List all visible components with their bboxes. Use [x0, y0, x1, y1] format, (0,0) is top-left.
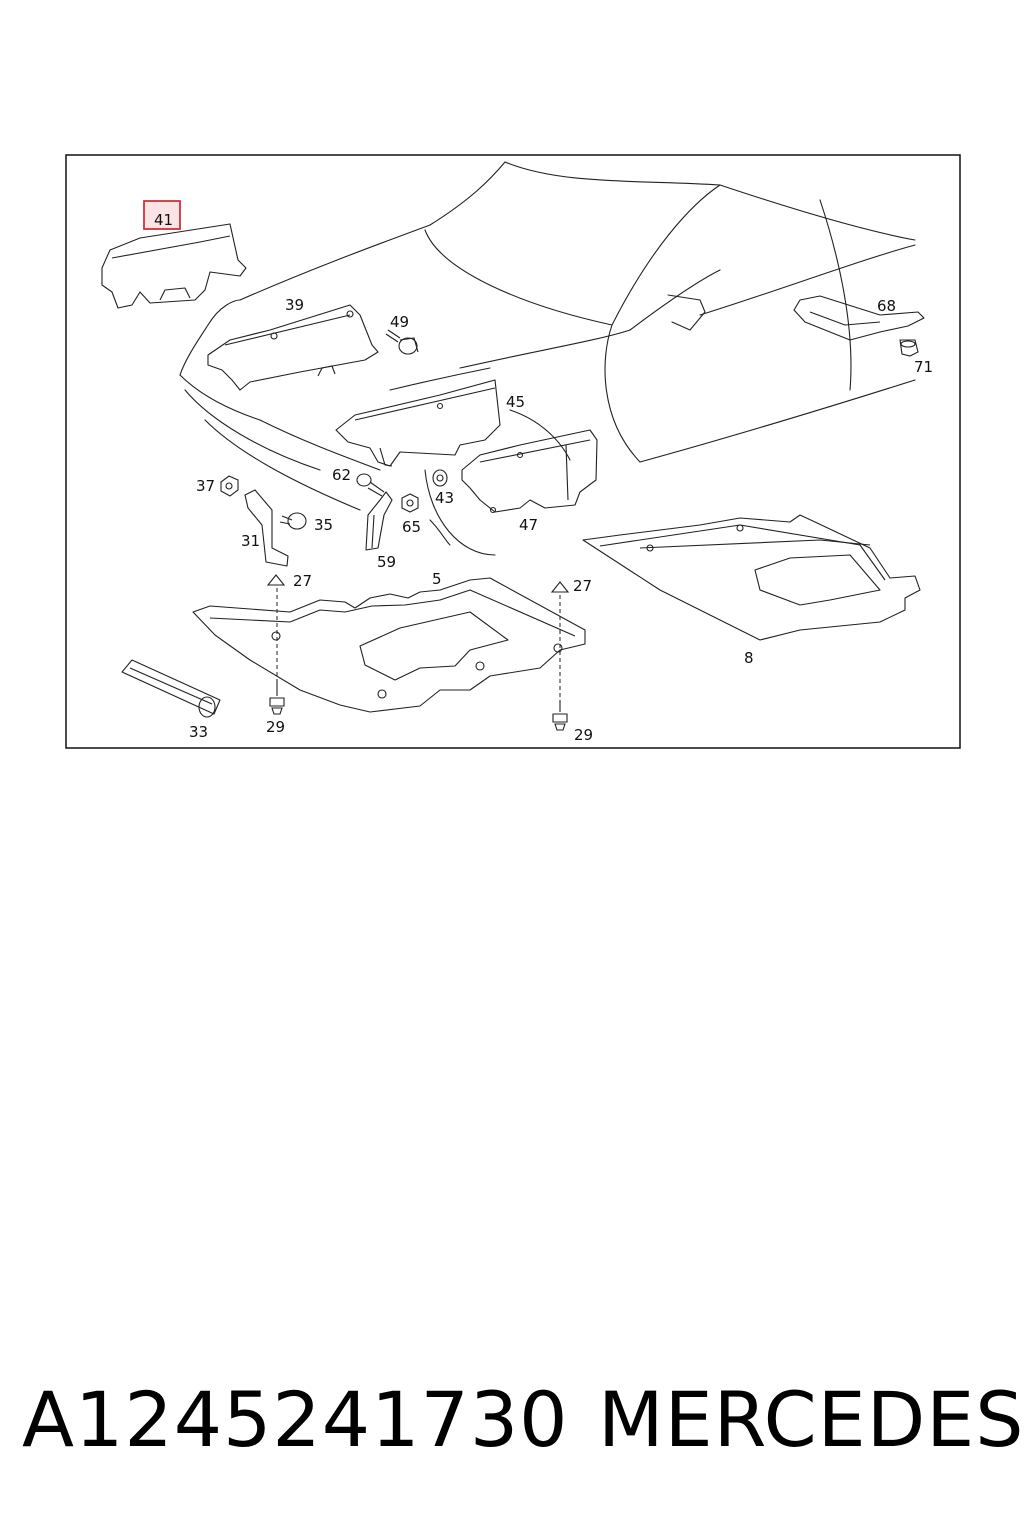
part-45-panel: [335, 379, 501, 467]
part-33-tube: [121, 659, 221, 718]
callout-65: 65: [402, 518, 421, 536]
callout-5: 5: [432, 570, 442, 588]
callout-49: 49: [390, 313, 409, 331]
callout-37: 37: [196, 477, 215, 495]
highlight-box-41: [143, 200, 181, 230]
diagram-frame: [65, 154, 961, 749]
part-37-nut: [220, 475, 239, 497]
part-number: A1245241730: [22, 1375, 569, 1464]
parts-diagram: 41 39 49 68 71 45 37 62 43 35 65 47 31 5…: [65, 154, 961, 749]
brand-name: MERCEDES: [598, 1375, 1024, 1464]
part-29-screw-left: [269, 680, 285, 715]
part-47-panel: [461, 429, 598, 514]
footer: A1245241730 MERCEDES: [0, 1370, 1024, 1480]
part-71-nut: [899, 339, 919, 357]
car-body-outline: [179, 161, 916, 556]
callout-71: 71: [914, 358, 933, 376]
callout-29-right: 29: [574, 726, 593, 744]
part-5-tray: [192, 577, 586, 713]
part-27-clip-right: [550, 581, 570, 593]
callout-8: 8: [744, 649, 754, 667]
part-39-panel: [207, 304, 379, 391]
callout-45: 45: [506, 393, 525, 411]
callout-31: 31: [241, 532, 260, 550]
part-8-tray: [582, 514, 921, 641]
part-31-bracket: [244, 489, 289, 567]
callout-27-right: 27: [573, 577, 592, 595]
callout-62: 62: [332, 466, 351, 484]
callout-33: 33: [189, 723, 208, 741]
callout-27-left: 27: [293, 572, 312, 590]
part-29-screw-right: [552, 700, 568, 731]
callout-41: 41: [154, 211, 173, 229]
callout-59: 59: [377, 553, 396, 571]
callout-35: 35: [314, 516, 333, 534]
callout-47: 47: [519, 516, 538, 534]
part-65-nut: [401, 493, 419, 513]
part-43-nut: [432, 469, 448, 487]
part-62-screw: [356, 473, 385, 497]
callout-68: 68: [877, 297, 896, 315]
callout-29-left: 29: [266, 718, 285, 736]
part-49-bolt: [385, 329, 419, 355]
part-35-bolt: [279, 512, 307, 530]
part-41-bracket: [101, 223, 247, 309]
part-59-strap: [365, 491, 393, 551]
callout-43: 43: [435, 489, 454, 507]
part-27-clip-left: [266, 574, 286, 586]
part-68-panel: [793, 295, 925, 341]
callout-39: 39: [285, 296, 304, 314]
